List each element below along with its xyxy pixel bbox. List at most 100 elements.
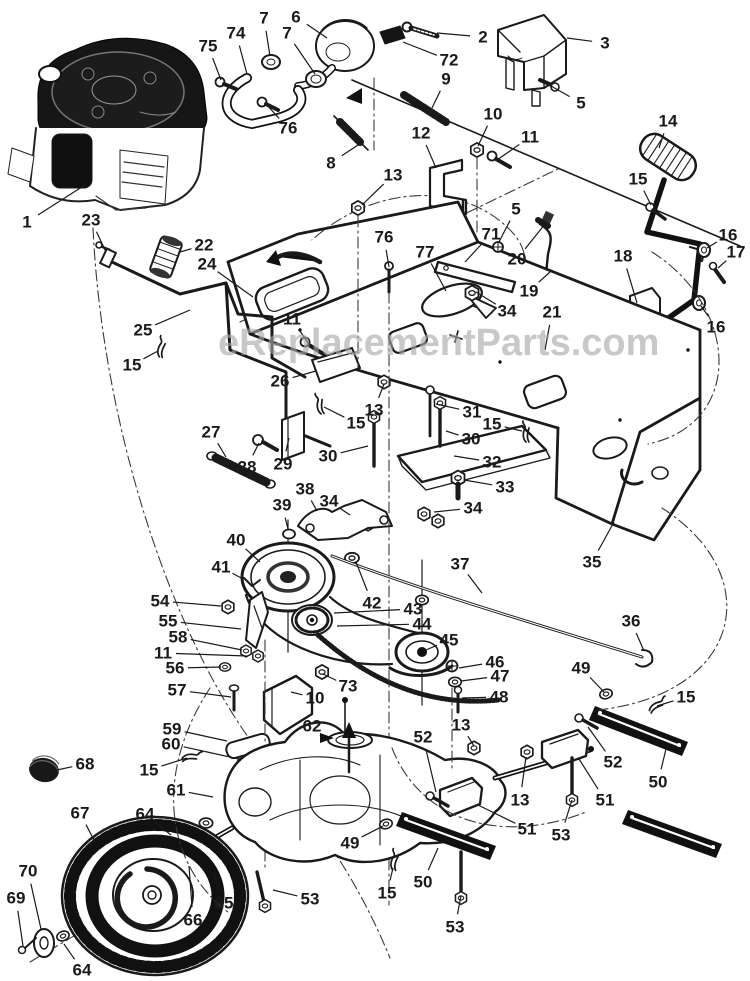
- part-number-label: 74: [227, 24, 246, 43]
- leader-line: [17, 910, 24, 947]
- leader-line: [154, 821, 172, 836]
- part-number-label: 50: [649, 773, 668, 792]
- part-number-label: 52: [414, 728, 433, 747]
- part-number-label: 27: [202, 423, 221, 442]
- part-number-label: 8: [326, 154, 335, 173]
- plate-72: [379, 25, 406, 45]
- leader-line: [456, 895, 462, 915]
- part-number-label: 7: [259, 9, 268, 28]
- part-number-label: 43: [404, 600, 423, 619]
- part-number-label: 65: [215, 894, 234, 913]
- direction-arrows: [320, 722, 356, 774]
- leader-line: [458, 663, 483, 669]
- leader-line: [504, 426, 523, 432]
- part-number-label: 15: [629, 170, 648, 189]
- part-number-label: 64: [73, 961, 92, 980]
- part-number-label: 30: [319, 447, 338, 466]
- leader-line: [212, 871, 221, 891]
- leader-line: [436, 32, 471, 37]
- part-number-label: 42: [363, 594, 382, 613]
- leader-line: [402, 41, 438, 56]
- hardware-column: [218, 591, 314, 772]
- leader-line: [323, 406, 345, 418]
- leader-line: [477, 804, 516, 824]
- part-number-label: 41: [212, 558, 231, 577]
- leader-line: [538, 271, 551, 283]
- leader-line: [56, 766, 73, 771]
- leader-line: [656, 700, 674, 707]
- frame-chassis: [226, 200, 702, 542]
- part-number-label: 40: [227, 531, 246, 550]
- leader-line: [284, 517, 289, 530]
- leader-line: [154, 309, 191, 326]
- part-number-label: 72: [440, 51, 459, 70]
- part-number-label: 35: [583, 553, 602, 572]
- support-plate-32: [314, 374, 551, 501]
- leader-line: [212, 57, 222, 81]
- part-number-label: 34: [498, 302, 517, 321]
- leader-line: [161, 757, 188, 767]
- leader-line: [175, 652, 248, 657]
- torque-bars: [396, 706, 722, 860]
- part-number-label: 15: [378, 884, 397, 903]
- leader-line: [425, 644, 438, 651]
- part-number-label: 5: [576, 94, 585, 113]
- part-number-label: 53: [552, 826, 571, 845]
- part-number-label: 55: [159, 612, 178, 631]
- leader-line: [435, 403, 460, 410]
- leader-line: [425, 144, 437, 169]
- leader-line: [566, 37, 593, 42]
- leader-line: [521, 756, 527, 788]
- tire-sidewall: [85, 834, 225, 958]
- leader-line: [389, 867, 394, 881]
- part-number-label: 16: [707, 318, 726, 337]
- leader-line: [245, 548, 261, 563]
- construction-loops: [173, 251, 728, 913]
- wheel: [29, 815, 250, 977]
- leader-line: [578, 758, 599, 790]
- part-number-label: 16: [719, 226, 738, 245]
- leader-line: [292, 370, 317, 379]
- part-number-label: 1: [22, 213, 31, 232]
- leader-line: [187, 666, 222, 669]
- part-number-label: 13: [452, 716, 471, 735]
- part-number-label: 57: [168, 681, 187, 700]
- spacer-22: [149, 235, 183, 279]
- leader-line: [188, 791, 214, 798]
- leader-line: [700, 305, 709, 317]
- leader-line: [445, 430, 459, 436]
- part-number-label: 62: [303, 717, 322, 736]
- leader-line: [544, 324, 551, 351]
- leader-line: [63, 943, 76, 960]
- leader-line: [310, 500, 318, 512]
- leader-line: [658, 133, 665, 149]
- leader-line: [706, 241, 718, 249]
- leader-line: [550, 85, 570, 98]
- part-number-label: 46: [486, 653, 505, 672]
- part-number-label: 73: [339, 677, 358, 696]
- part-number-label: 9: [441, 70, 450, 89]
- leader-line: [496, 143, 520, 161]
- part-number-label: 52: [604, 753, 623, 772]
- part-number-label: 45: [440, 631, 459, 650]
- leader-line: [189, 691, 232, 698]
- leader-line: [252, 442, 260, 456]
- part-number-label: 48: [490, 688, 509, 707]
- leader-line: [361, 183, 385, 206]
- part-number-label: 49: [572, 659, 591, 678]
- part-number-label: 47: [491, 667, 510, 686]
- leader-line: [433, 508, 461, 513]
- leader-line: [333, 609, 401, 614]
- stack-pulley-43: [291, 604, 333, 636]
- part-number-label: 15: [140, 761, 159, 780]
- leader-line: [467, 573, 483, 594]
- leader-line: [306, 23, 328, 39]
- part-number-label: 60: [162, 735, 181, 754]
- part-number-label: 15: [123, 356, 142, 375]
- leader-line: [85, 824, 96, 843]
- leader-line: [460, 677, 488, 682]
- part-number-label: 66: [184, 911, 203, 930]
- leader-line: [238, 45, 248, 75]
- bolt-2: [401, 21, 440, 39]
